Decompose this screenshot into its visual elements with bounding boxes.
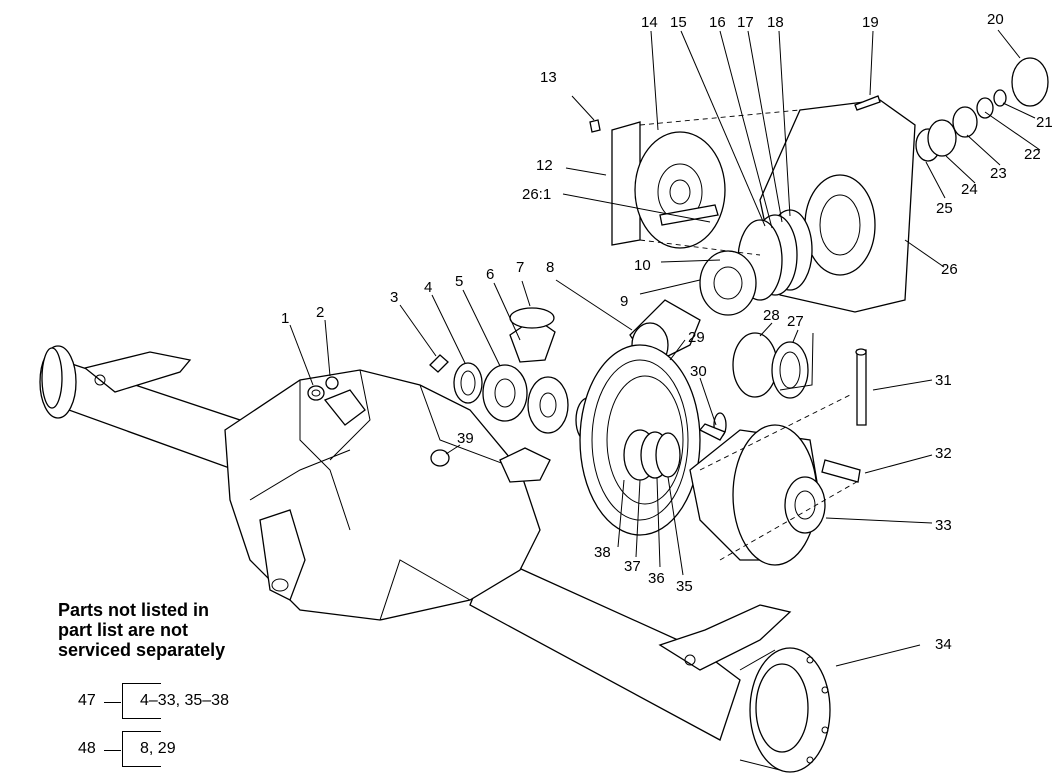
service-note-line-3: serviced separately: [58, 640, 226, 660]
kit-connector: [104, 750, 121, 751]
callout-37: 37: [624, 558, 641, 575]
callout-3: 3: [390, 289, 398, 306]
callout-23: 23: [990, 165, 1007, 182]
callout-36: 36: [648, 570, 665, 587]
kit-number: 48: [78, 740, 96, 757]
callout-10: 10: [634, 257, 651, 274]
callout-13: 13: [540, 69, 557, 86]
callout-18: 18: [767, 14, 784, 31]
callout-8: 8: [546, 259, 554, 276]
callout-5: 5: [455, 273, 463, 290]
fill-plug-and-hardware: [307, 354, 450, 467]
callout-28: 28: [763, 307, 780, 324]
callout-26: 26: [941, 261, 958, 278]
callout-4: 4: [424, 279, 432, 296]
leader-lines: [289, 29, 1041, 667]
service-note-line-1: Parts not listed in: [58, 600, 210, 620]
callout-2: 2: [316, 304, 324, 321]
kit-connector: [104, 702, 121, 703]
service-note: Parts not listed in part list are not se…: [58, 600, 225, 660]
callout-32: 32: [935, 445, 952, 462]
callout-33: 33: [935, 517, 952, 534]
callout-34: 34: [935, 636, 952, 653]
callout-1: 1: [281, 310, 289, 327]
callout-16: 16: [709, 14, 726, 31]
callout-35: 35: [676, 578, 693, 595]
cover-and-bearings: [589, 57, 1049, 399]
callout-29: 29: [688, 329, 705, 346]
callout-38: 38: [594, 544, 611, 561]
callout-19: 19: [862, 14, 879, 31]
callout-22: 22: [1024, 146, 1041, 163]
callout-31: 31: [935, 372, 952, 389]
kit-bracket: [122, 683, 161, 719]
callout-26-1: 26:1: [522, 186, 551, 203]
kit-parts-range: 4–33, 35–38: [140, 692, 229, 709]
callout-12: 12: [536, 157, 553, 174]
kit-parts-range: 8, 29: [140, 740, 176, 757]
callout-9: 9: [620, 293, 628, 310]
callout-14: 14: [641, 14, 658, 31]
callout-20: 20: [987, 11, 1004, 28]
callout-21: 21: [1036, 114, 1053, 131]
ring-and-pinion: [579, 299, 701, 536]
callout-7: 7: [516, 259, 524, 276]
kit-bracket: [122, 731, 161, 767]
kit-number: 47: [78, 692, 96, 709]
callout-27: 27: [787, 313, 804, 330]
differential-case: [689, 348, 867, 566]
callout-24: 24: [961, 181, 978, 198]
service-note-line-2: part list are not: [58, 620, 189, 640]
axle-housing: [39, 345, 831, 773]
callout-39: 39: [457, 430, 474, 447]
callout-17: 17: [737, 14, 754, 31]
callout-6: 6: [486, 266, 494, 283]
callout-25: 25: [936, 200, 953, 217]
callout-labels: 1 2 3 4 5 6 7 8 9 10 12 13 14 15 16 17 1…: [281, 11, 1053, 653]
callout-30: 30: [690, 363, 707, 380]
callout-15: 15: [670, 14, 687, 31]
